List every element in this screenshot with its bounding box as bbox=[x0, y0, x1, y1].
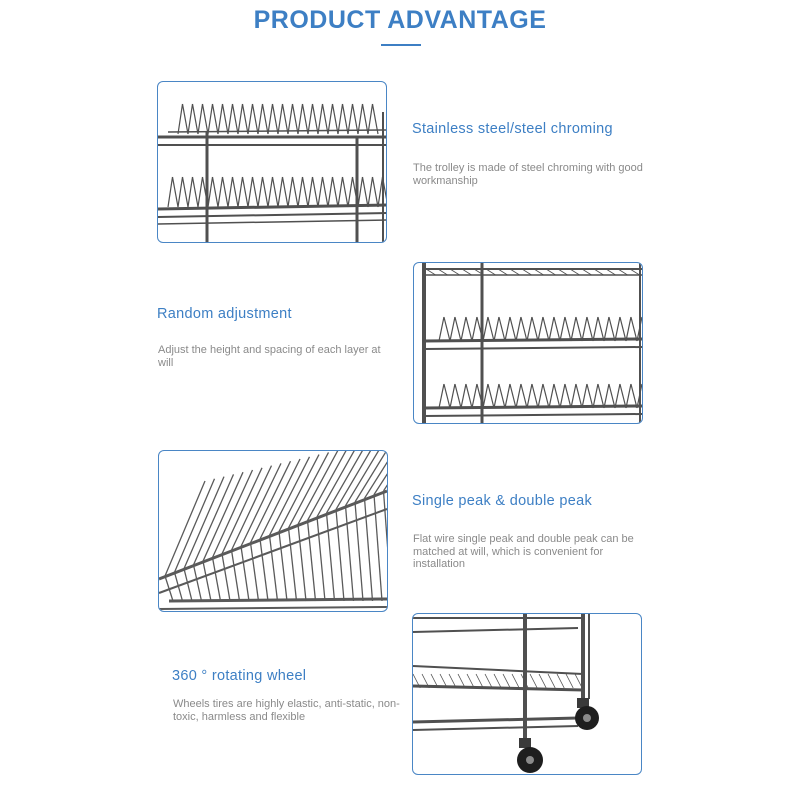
feature-title-wheel: 360 ° rotating wheel bbox=[172, 668, 307, 684]
feature-desc-adjustment: Adjust the height and spacing of each la… bbox=[158, 344, 381, 369]
caster-wheel-icon bbox=[517, 698, 599, 773]
dish-rack-shelves-photo bbox=[413, 262, 643, 424]
feature-title-adjustment: Random adjustment bbox=[157, 306, 292, 322]
feature-desc-peak: Flat wire single peak and double peak ca… bbox=[413, 533, 634, 570]
feature-desc-steel: The trolley is made of steel chroming wi… bbox=[413, 162, 643, 187]
title-underline bbox=[381, 44, 421, 46]
feature-title-steel: Stainless steel/steel chroming bbox=[412, 121, 613, 137]
dish-rack-two-tiers-photo bbox=[157, 81, 387, 243]
caster-wheel-photo bbox=[412, 613, 642, 775]
feature-desc-wheel: Wheels tires are highly elastic, anti-st… bbox=[173, 698, 400, 723]
wire-peak-closeup-photo bbox=[158, 450, 388, 612]
feature-title-peak: Single peak & double peak bbox=[412, 493, 593, 509]
page-title: PRODUCT ADVANTAGE bbox=[253, 6, 547, 34]
